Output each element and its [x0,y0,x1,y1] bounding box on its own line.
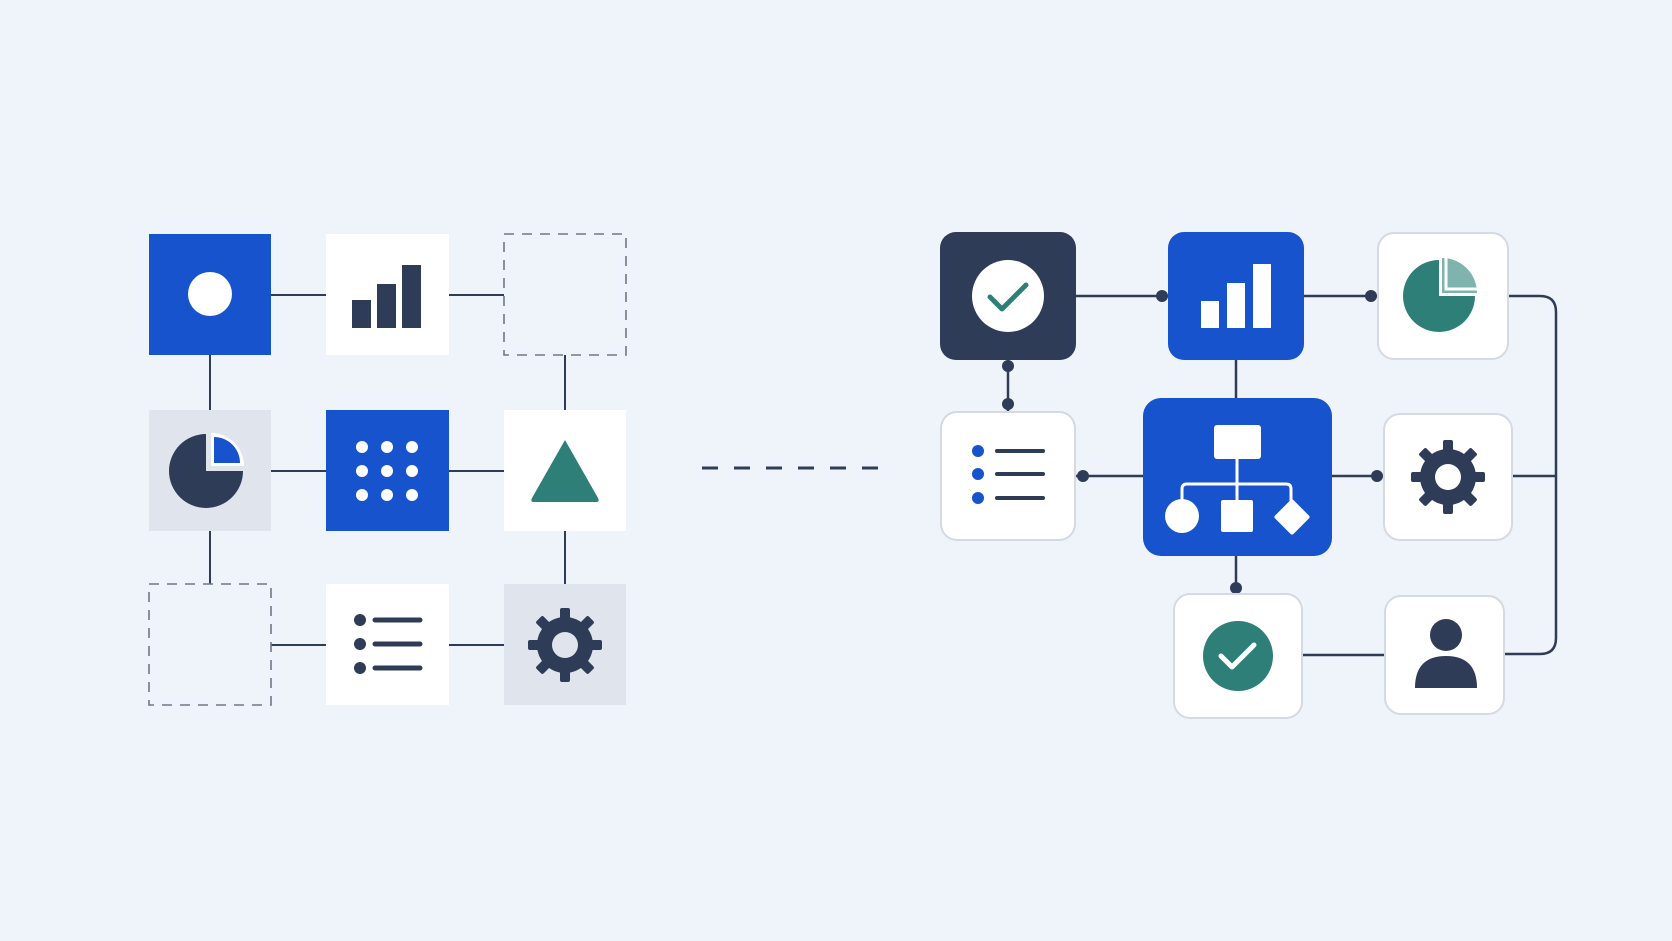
list-tile[interactable] [326,584,449,705]
circle-tile[interactable] [149,234,271,355]
analytics-node[interactable] [1168,232,1304,360]
triangle-icon [531,440,599,502]
bar-chart-icon [1201,264,1271,328]
pie-chart-tile[interactable] [149,410,271,531]
check-circle-icon [972,260,1044,332]
bar-chart-tile[interactable] [326,234,449,355]
empty-slot-bottom-left[interactable] [148,583,272,706]
verified-node[interactable] [1173,593,1303,719]
gear-icon [1411,440,1485,514]
right-flow-connectors [1006,294,1558,657]
report-node[interactable] [1377,232,1509,360]
circle-icon [188,272,232,316]
pie-chart-icon [1403,257,1478,332]
dot-grid-icon [356,441,418,501]
user-icon [1415,619,1477,688]
user-node[interactable] [1384,595,1505,715]
list-icon [354,614,423,674]
pie-chart-icon [169,433,244,508]
triangle-tile[interactable] [504,410,626,531]
empty-slot-top-right[interactable] [503,233,627,356]
approval-node[interactable] [940,232,1076,360]
gear-icon [528,608,602,682]
flowchart-icon [1165,425,1310,535]
left-grid-connectors [209,294,566,646]
checklist-node[interactable] [940,411,1076,541]
settings-node[interactable] [1383,413,1513,541]
check-circle-icon [1203,621,1273,691]
settings-tile[interactable] [504,584,626,705]
bar-chart-icon [352,265,421,328]
connector-dots [1002,290,1383,594]
dot-grid-tile[interactable] [326,410,449,531]
list-icon [972,445,1045,504]
workflow-hub-node[interactable] [1143,398,1332,556]
